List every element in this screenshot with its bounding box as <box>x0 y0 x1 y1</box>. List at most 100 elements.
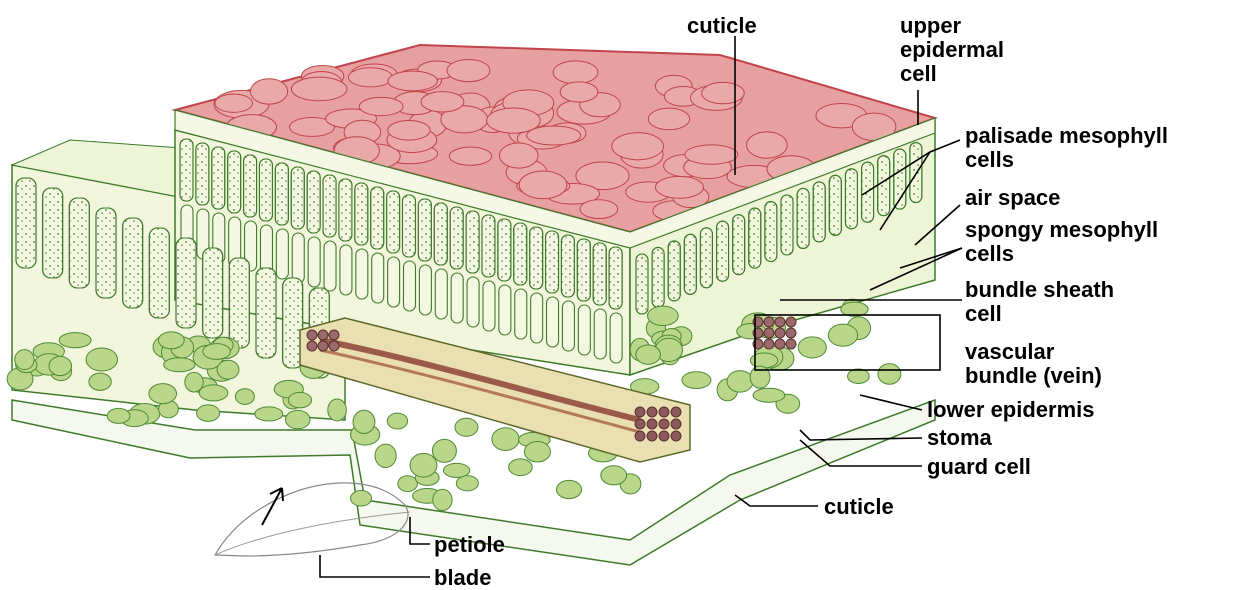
palisade-cell-lower <box>467 277 479 327</box>
cuticle-cell <box>702 82 745 103</box>
label-air-space-text: air space <box>965 186 1060 210</box>
spongy-mesophyll-cell <box>798 337 826 358</box>
cuticle-cell <box>553 61 598 84</box>
palisade-cell-side-chloroplasts <box>733 215 745 275</box>
bundle-sheath-cell <box>775 317 785 327</box>
palisade-cell-lower <box>578 305 590 355</box>
vein-end-cell <box>671 407 681 417</box>
palisade-cell-lower <box>404 261 416 311</box>
palisade-cell-lower <box>547 297 559 347</box>
label-upper-epidermal-line3: cell <box>900 62 1004 86</box>
cuticle-cell <box>359 97 403 115</box>
palisade-cell-chloroplasts <box>180 139 193 201</box>
palisade-cell-side-chloroplasts <box>717 221 729 281</box>
spongy-mesophyll-cell <box>828 324 857 346</box>
spongy-mesophyll-cell <box>328 399 347 421</box>
label-cuticle-top: cuticle <box>687 14 757 38</box>
label-lower-epidermis: lower epidermis <box>927 398 1095 422</box>
cuticle-cell <box>519 171 567 199</box>
spongy-mesophyll-cell <box>107 408 130 423</box>
palisade-cell-chloroplasts <box>530 227 543 289</box>
label-blade: blade <box>434 566 491 590</box>
spongy-mesophyll-cell <box>648 306 679 325</box>
palisade-cell-left-chloroplasts <box>69 198 89 288</box>
spongy-mesophyll-cell <box>509 459 533 476</box>
spongy-mesophyll-cell <box>164 358 195 372</box>
spongy-mesophyll-cell <box>398 476 418 492</box>
label-palisade-line2: cells <box>965 148 1168 172</box>
palisade-cell-lower <box>308 237 320 287</box>
bundle-sheath-cell <box>786 328 796 338</box>
palisade-cell-left-chloroplasts <box>123 218 143 308</box>
label-bundle-sheath-line1: bundle sheath <box>965 278 1114 302</box>
vein-end-cell <box>659 431 669 441</box>
palisade-cell-chloroplasts <box>593 243 606 305</box>
cuticle-cell <box>499 143 538 168</box>
palisade-cell-chloroplasts <box>434 203 447 265</box>
cuticle-cell <box>447 59 490 81</box>
spongy-mesophyll-cell <box>387 413 407 429</box>
palisade-cell-chloroplasts <box>561 235 574 297</box>
label-stoma-text: stoma <box>927 426 992 450</box>
cuticle-cell <box>250 79 287 104</box>
cuticle-cell <box>388 121 430 141</box>
spongy-mesophyll-cell <box>351 491 372 506</box>
spongy-mesophyll-cell <box>149 384 177 404</box>
palisade-cell-chloroplasts <box>418 199 431 261</box>
palisade-cell-side-chloroplasts <box>749 208 761 268</box>
spongy-mesophyll-cell <box>432 439 456 462</box>
palisade-cell-left-chloroplasts <box>16 178 36 268</box>
label-upper-epidermal-cell: upper epidermal cell <box>900 14 1004 86</box>
spongy-mesophyll-cell <box>456 476 478 491</box>
spongy-mesophyll-cell <box>727 371 753 393</box>
bundle-sheath-cell-left <box>318 330 328 340</box>
label-vascular-line1: vascular <box>965 340 1102 364</box>
bundle-sheath-cell-left <box>307 341 317 351</box>
spongy-mesophyll-cell <box>199 385 228 401</box>
palisade-cell-lower <box>419 265 431 315</box>
spongy-mesophyll-cell <box>235 389 254 405</box>
palisade-cell-side-chloroplasts <box>765 202 777 262</box>
spongy-mesophyll-cell <box>636 345 661 364</box>
vein-end-cell <box>647 419 657 429</box>
palisade-cell-lower <box>324 241 336 291</box>
palisade-cell-side-chloroplasts <box>781 195 793 255</box>
spongy-mesophyll-cell <box>59 333 91 348</box>
spongy-mesophyll-cell <box>753 388 785 402</box>
label-vascular-line2: bundle (vein) <box>965 364 1102 388</box>
palisade-cell-chloroplasts <box>371 187 384 249</box>
cuticle-cell <box>421 92 464 112</box>
bundle-sheath-cell <box>764 339 774 349</box>
label-lower-epidermis-text: lower epidermis <box>927 398 1095 422</box>
label-stoma: stoma <box>927 426 992 450</box>
label-cuticle-bottom: cuticle <box>824 495 894 519</box>
bundle-sheath-cell <box>764 328 774 338</box>
palisade-cell-lower <box>594 309 606 359</box>
palisade-cell-left-chloroplasts <box>176 238 196 328</box>
palisade-cell-lower <box>356 249 368 299</box>
label-petiole: petiole <box>434 533 505 557</box>
label-petiole-text: petiole <box>434 533 505 557</box>
vein-end-cell <box>635 431 645 441</box>
palisade-cell-side-chloroplasts <box>813 182 825 242</box>
vein-end-cell <box>635 419 645 429</box>
label-bundle-sheath: bundle sheath cell <box>965 278 1114 326</box>
palisade-cell-side-chloroplasts <box>636 254 648 314</box>
vein-end-cell <box>647 407 657 417</box>
bundle-sheath-cell <box>775 339 785 349</box>
label-air-space: air space <box>965 186 1060 210</box>
spongy-mesophyll-cell <box>203 344 231 360</box>
spongy-mesophyll-cell <box>49 356 72 375</box>
palisade-cell-side-chloroplasts <box>829 175 841 235</box>
palisade-cell-side-chloroplasts <box>797 188 809 248</box>
spongy-mesophyll-cell <box>524 442 550 462</box>
palisade-cell-left-chloroplasts <box>96 208 116 298</box>
label-spongy-line2: cells <box>965 242 1158 266</box>
palisade-cell-lower <box>276 229 288 279</box>
vein-end-cell <box>659 407 669 417</box>
palisade-cell-chloroplasts <box>323 175 336 237</box>
palisade-cell-lower <box>372 253 384 303</box>
bundle-sheath-cell <box>786 317 796 327</box>
palisade-cell-left-chloroplasts <box>229 258 249 348</box>
palisade-cell-chloroplasts <box>228 151 241 213</box>
